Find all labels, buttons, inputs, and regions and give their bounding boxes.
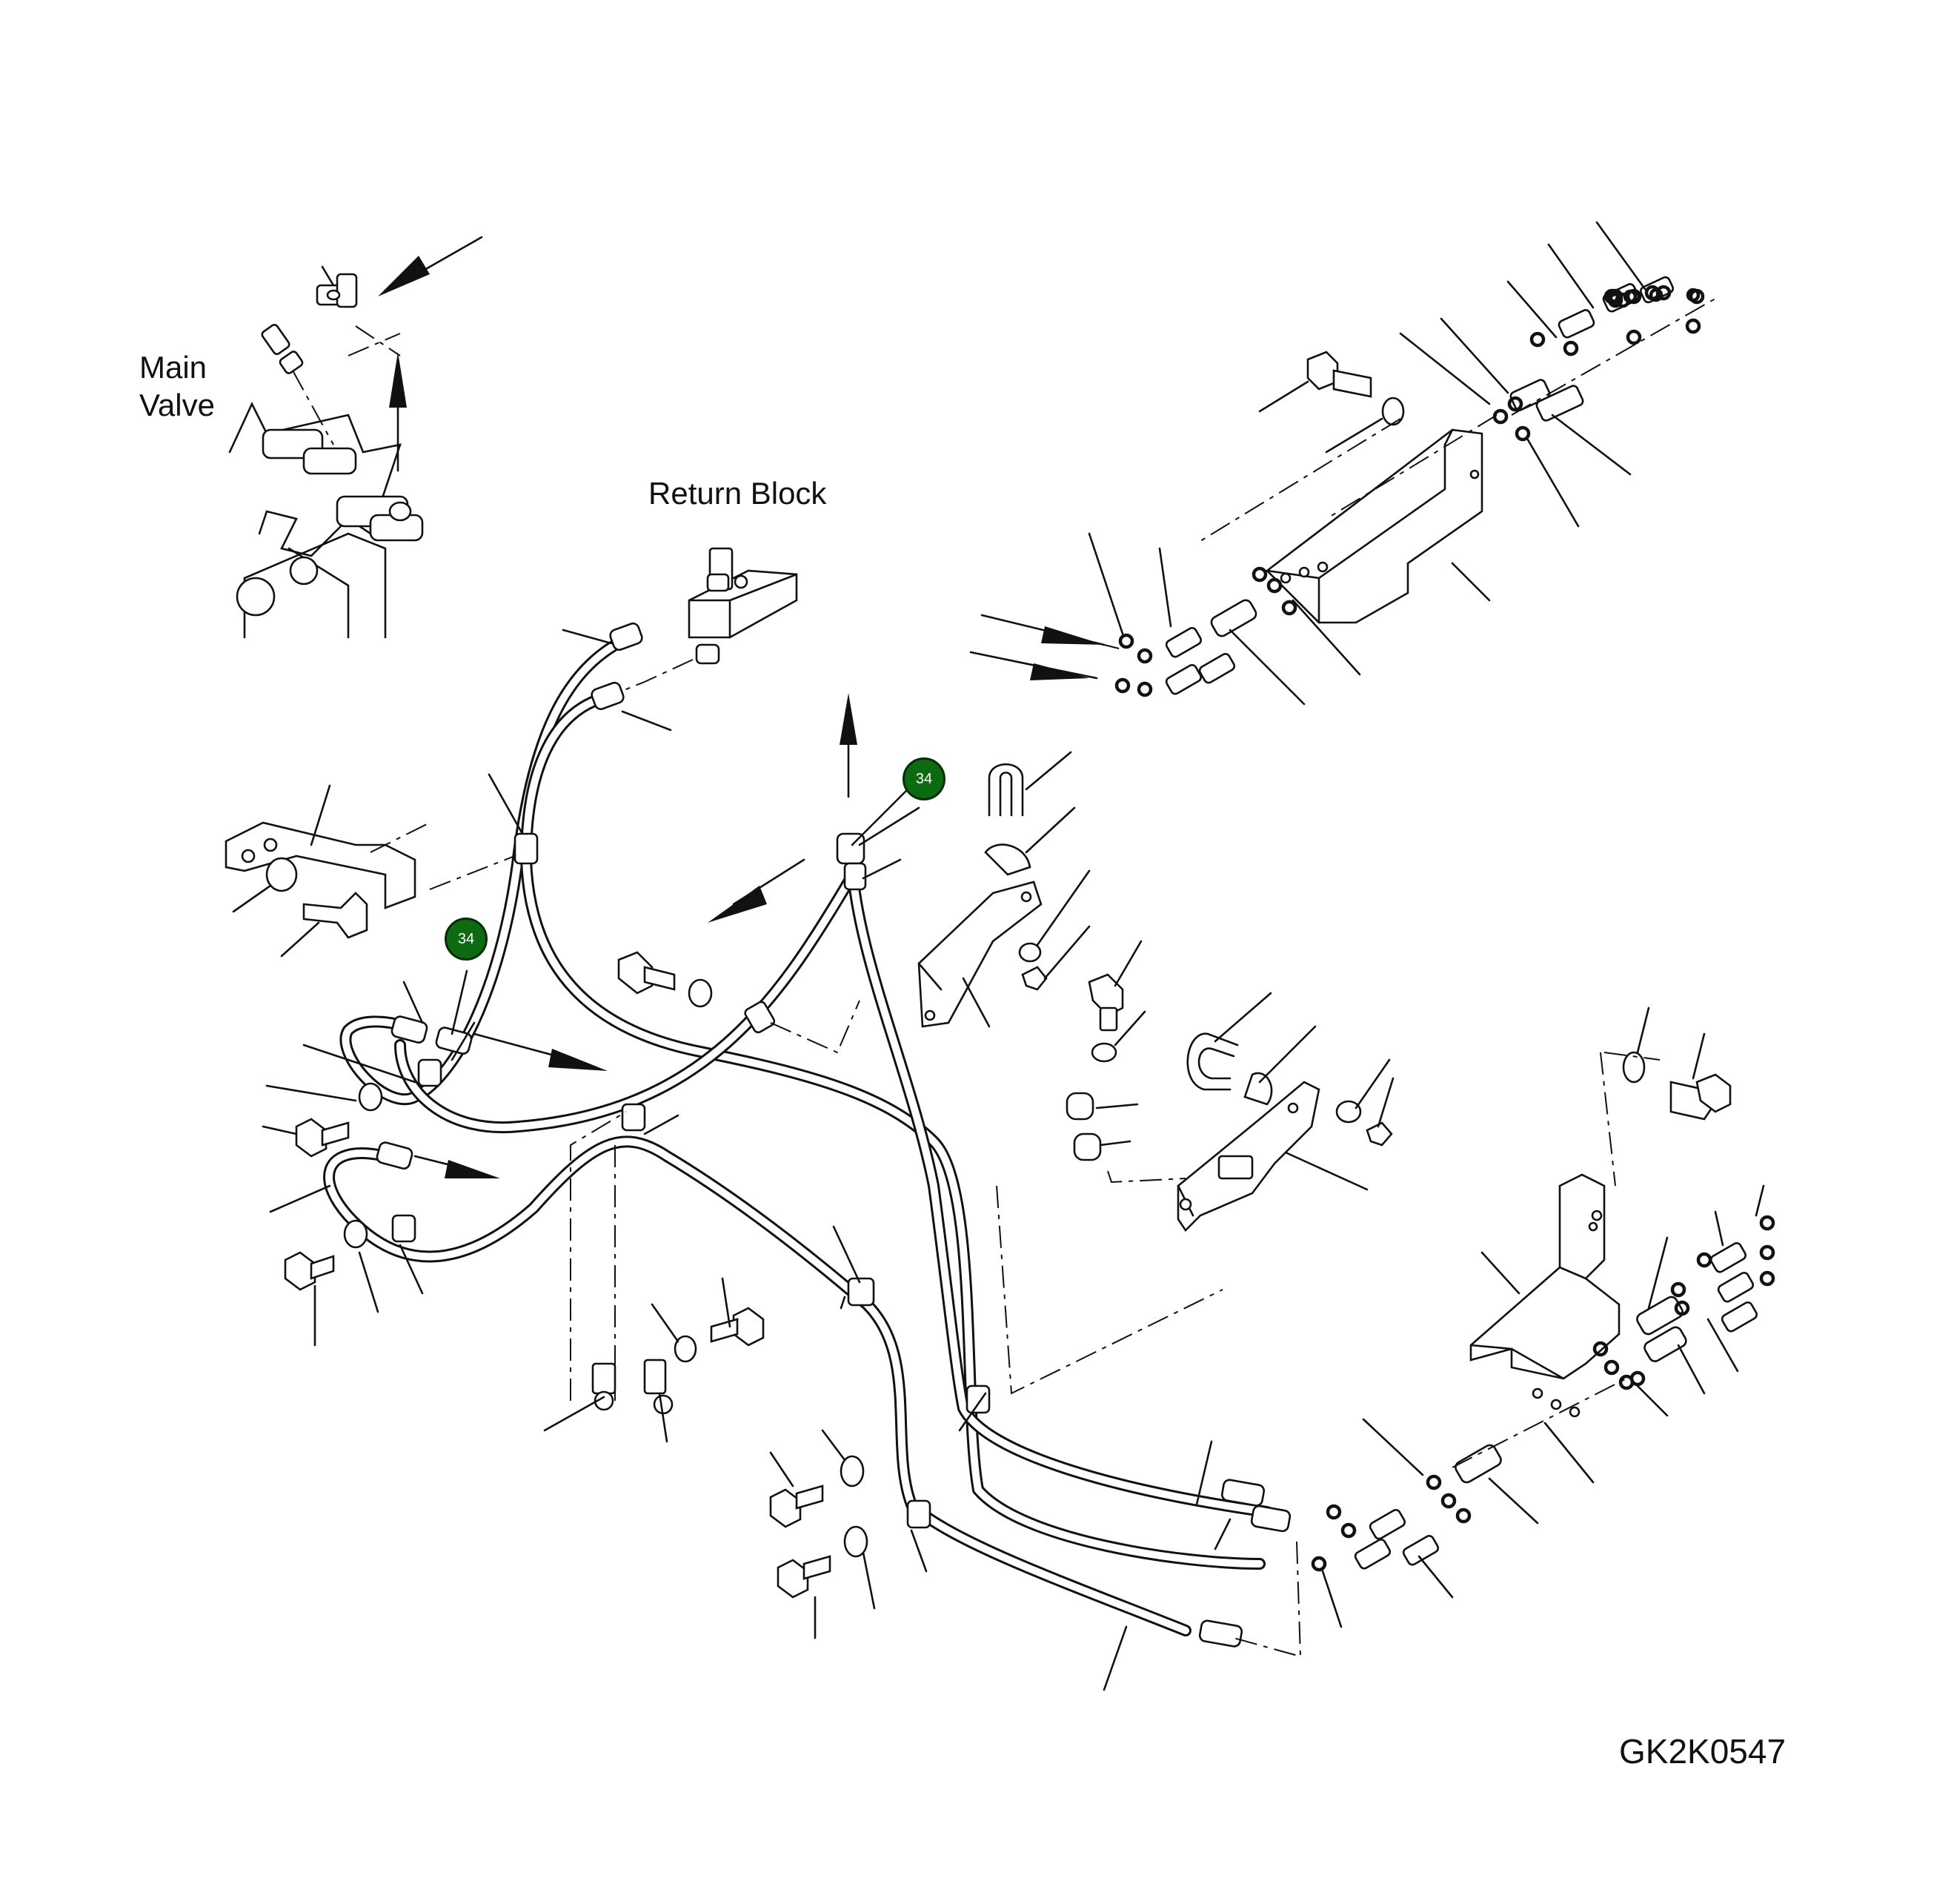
bolt-icon — [302, 892, 368, 939]
bolt-icon — [777, 1559, 809, 1599]
right-u-bolt-bracket — [1066, 940, 1395, 1233]
washer — [343, 1219, 368, 1249]
center-u-bolt-bracket — [917, 751, 1091, 1028]
lower-left-fasteners — [262, 1082, 424, 1347]
bolt-icon — [1088, 973, 1124, 1017]
upper-right-manifold-bracket — [969, 221, 1720, 706]
callout-34-upper[interactable]: 34 — [903, 757, 945, 800]
lower-center-fasteners — [769, 1429, 876, 1639]
main-valve-assembly — [228, 236, 483, 639]
return-block-elbow — [695, 643, 720, 665]
manifold-fittings — [969, 532, 1361, 706]
return-block-label: Return Block — [648, 476, 827, 511]
drawing-number: GK2K0547 — [1619, 1732, 1787, 1771]
washer — [1018, 942, 1042, 963]
washer — [265, 857, 298, 892]
hose-assemblies — [265, 622, 1292, 1691]
bolt-icon — [284, 1251, 316, 1291]
callout-leaders — [451, 806, 920, 1035]
washer — [358, 1082, 383, 1112]
washer — [674, 1335, 697, 1363]
main-valve-label: Main Valve — [139, 350, 215, 423]
center-lower-fasteners — [543, 1111, 1223, 1443]
washer — [1622, 1051, 1646, 1084]
lower-right-manifold-bracket — [1233, 1006, 1775, 1658]
washer — [688, 978, 713, 1008]
bolt-icon — [1306, 351, 1372, 398]
washer — [840, 1455, 865, 1487]
callout-34-left[interactable]: 34 — [445, 918, 488, 961]
left-bracket — [225, 784, 534, 958]
bolt-icon — [769, 1488, 802, 1528]
hose-clamp — [513, 832, 539, 865]
return-block — [607, 547, 798, 697]
washer — [1381, 397, 1405, 426]
clip-plate — [591, 1362, 616, 1395]
bolt-icon — [617, 951, 654, 995]
washer — [1335, 1100, 1362, 1124]
washer — [1091, 1042, 1117, 1063]
upper-fittings-cluster — [1399, 221, 1720, 528]
bolt-icon — [295, 1118, 328, 1158]
washer — [843, 1525, 868, 1558]
